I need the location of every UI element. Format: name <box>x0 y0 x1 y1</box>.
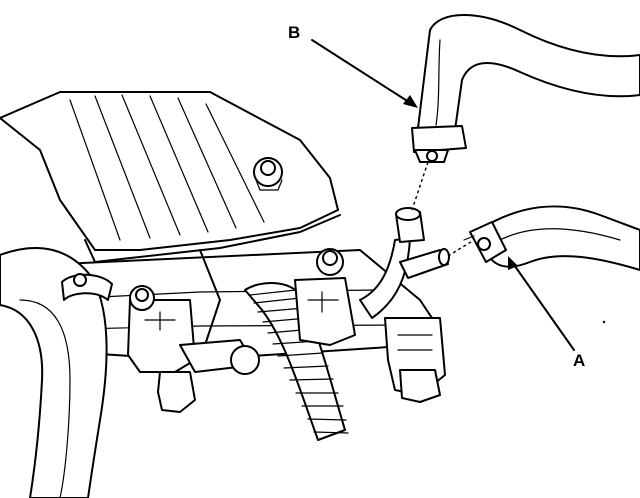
engine-cover <box>0 91 341 263</box>
lower-pipe <box>179 339 260 375</box>
fitting-pipes <box>359 207 450 319</box>
center-bracket <box>294 248 356 346</box>
leader-arrow-a <box>508 256 575 351</box>
left-bracket <box>127 285 196 413</box>
hose-b <box>411 14 640 163</box>
hose-a <box>463 205 640 271</box>
assembly-guides <box>411 161 475 257</box>
right-connector <box>384 317 446 403</box>
left-hose <box>0 247 113 498</box>
corrugated-harness <box>244 282 349 441</box>
callout-label-b: B <box>288 23 300 42</box>
leader-arrow-b <box>311 39 418 108</box>
callout-label-a: A <box>573 351 585 370</box>
